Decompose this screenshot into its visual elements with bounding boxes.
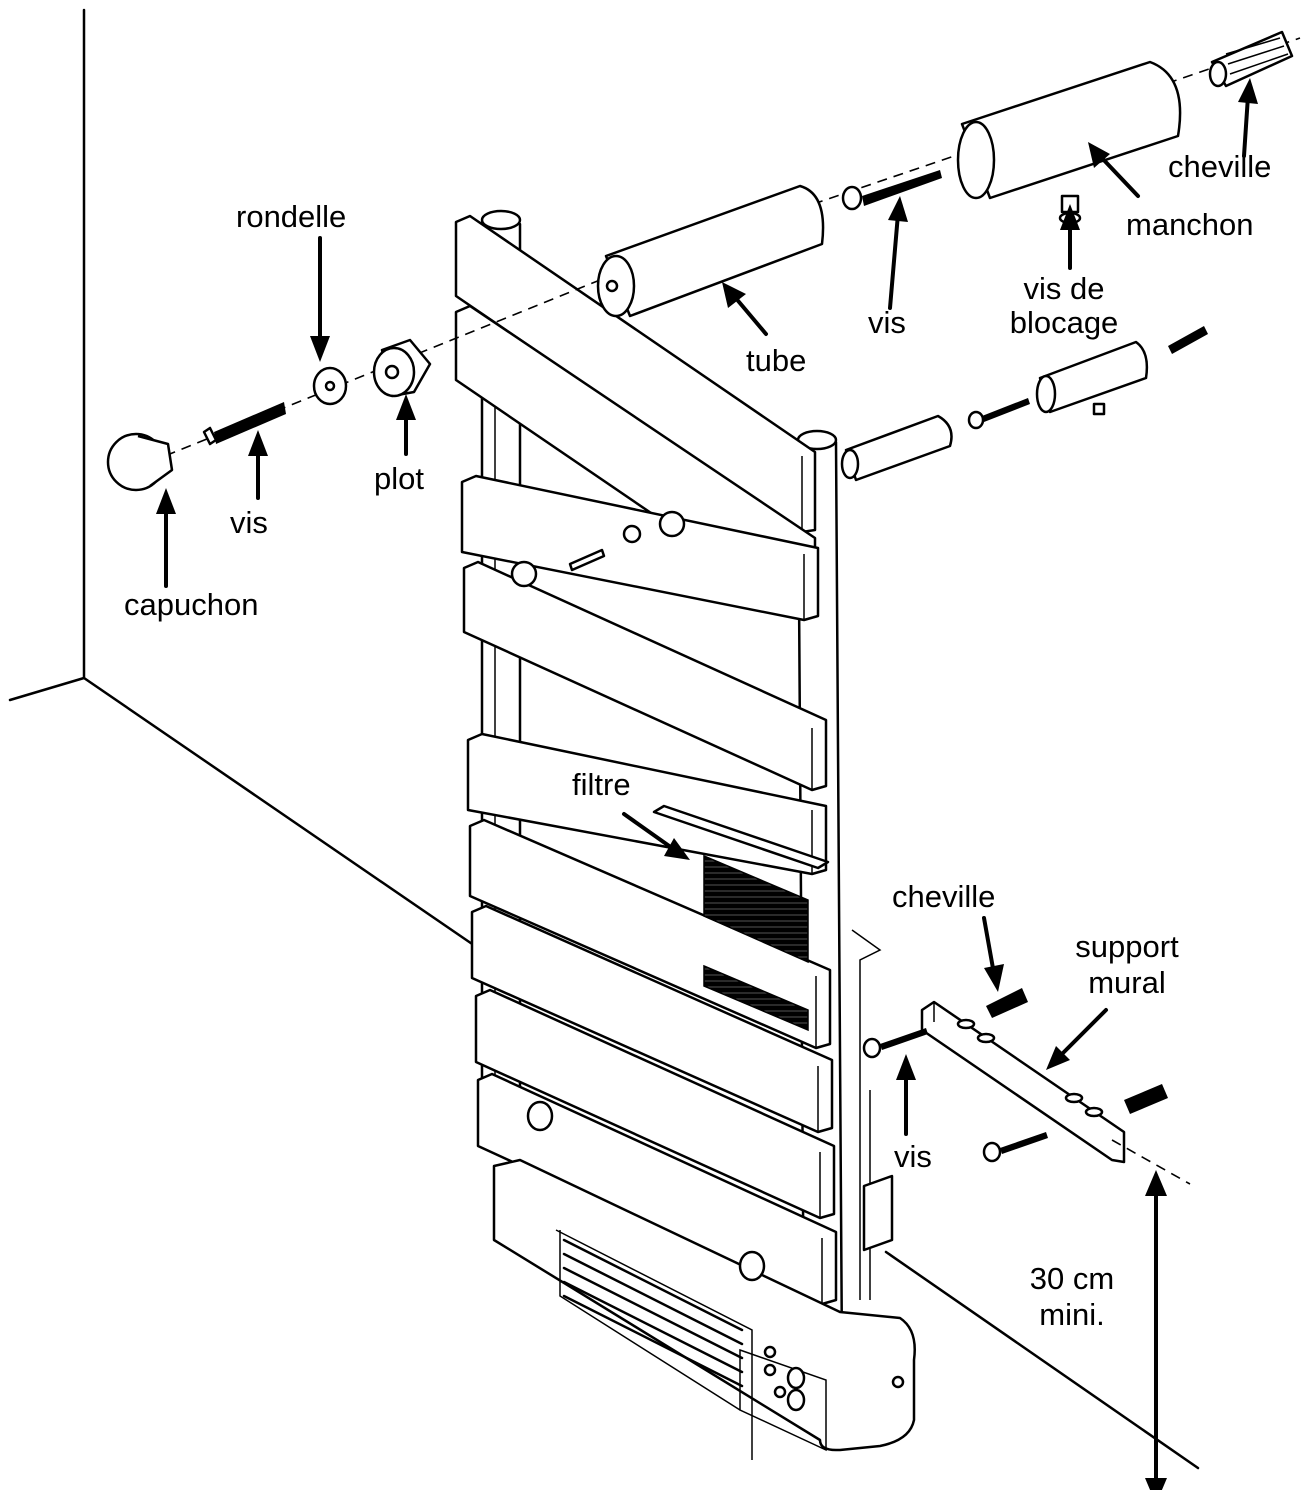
plot-mounted [658,510,686,538]
label-vis-de-blocage-line1: vis de [1023,271,1105,306]
knob [738,1250,766,1282]
tube-assembly-middle [840,326,1208,482]
label-filtre: filtre [572,767,631,802]
washer-mounted [622,524,642,544]
label-support-mural-line2: mural [1088,965,1166,1000]
label-capuchon: capuchon [124,587,259,622]
label-support-mural-line1: support [1075,929,1179,964]
height-dimension-arrow [1145,1170,1167,1490]
radiator-slats-2 [460,474,820,622]
knob [526,1100,554,1132]
capuchon-mounted [510,560,538,588]
label-dimension-line2: mini. [1039,1297,1105,1332]
label-manchon: manchon [1126,207,1254,242]
towel-radiator [454,209,916,1460]
wall-corner [8,8,1200,1470]
radiator-slats [454,214,838,1306]
filter [652,804,830,1032]
label-rondelle: rondelle [236,199,347,234]
support-mural-assembly [862,988,1191,1185]
label-vis-bottom: vis [894,1139,932,1174]
upper-fixing-exploded [106,279,601,492]
screw-mounted [568,548,606,572]
label-plot: plot [374,461,424,496]
heater-base [492,929,916,1460]
heater-grille [562,1238,744,1388]
label-tube: tube [746,343,807,378]
label-vis-left: vis [230,505,268,540]
tube-assembly-top [596,30,1301,318]
label-vis-top: vis [868,305,906,340]
label-dimension-line1: 30 cm [1029,1261,1115,1296]
callout-arrows [156,78,1258,1136]
label-vis-de-blocage-line2: blocage [1009,305,1119,340]
label-cheville-top: cheville [1168,149,1272,184]
label-cheville-right: cheville [892,879,996,914]
